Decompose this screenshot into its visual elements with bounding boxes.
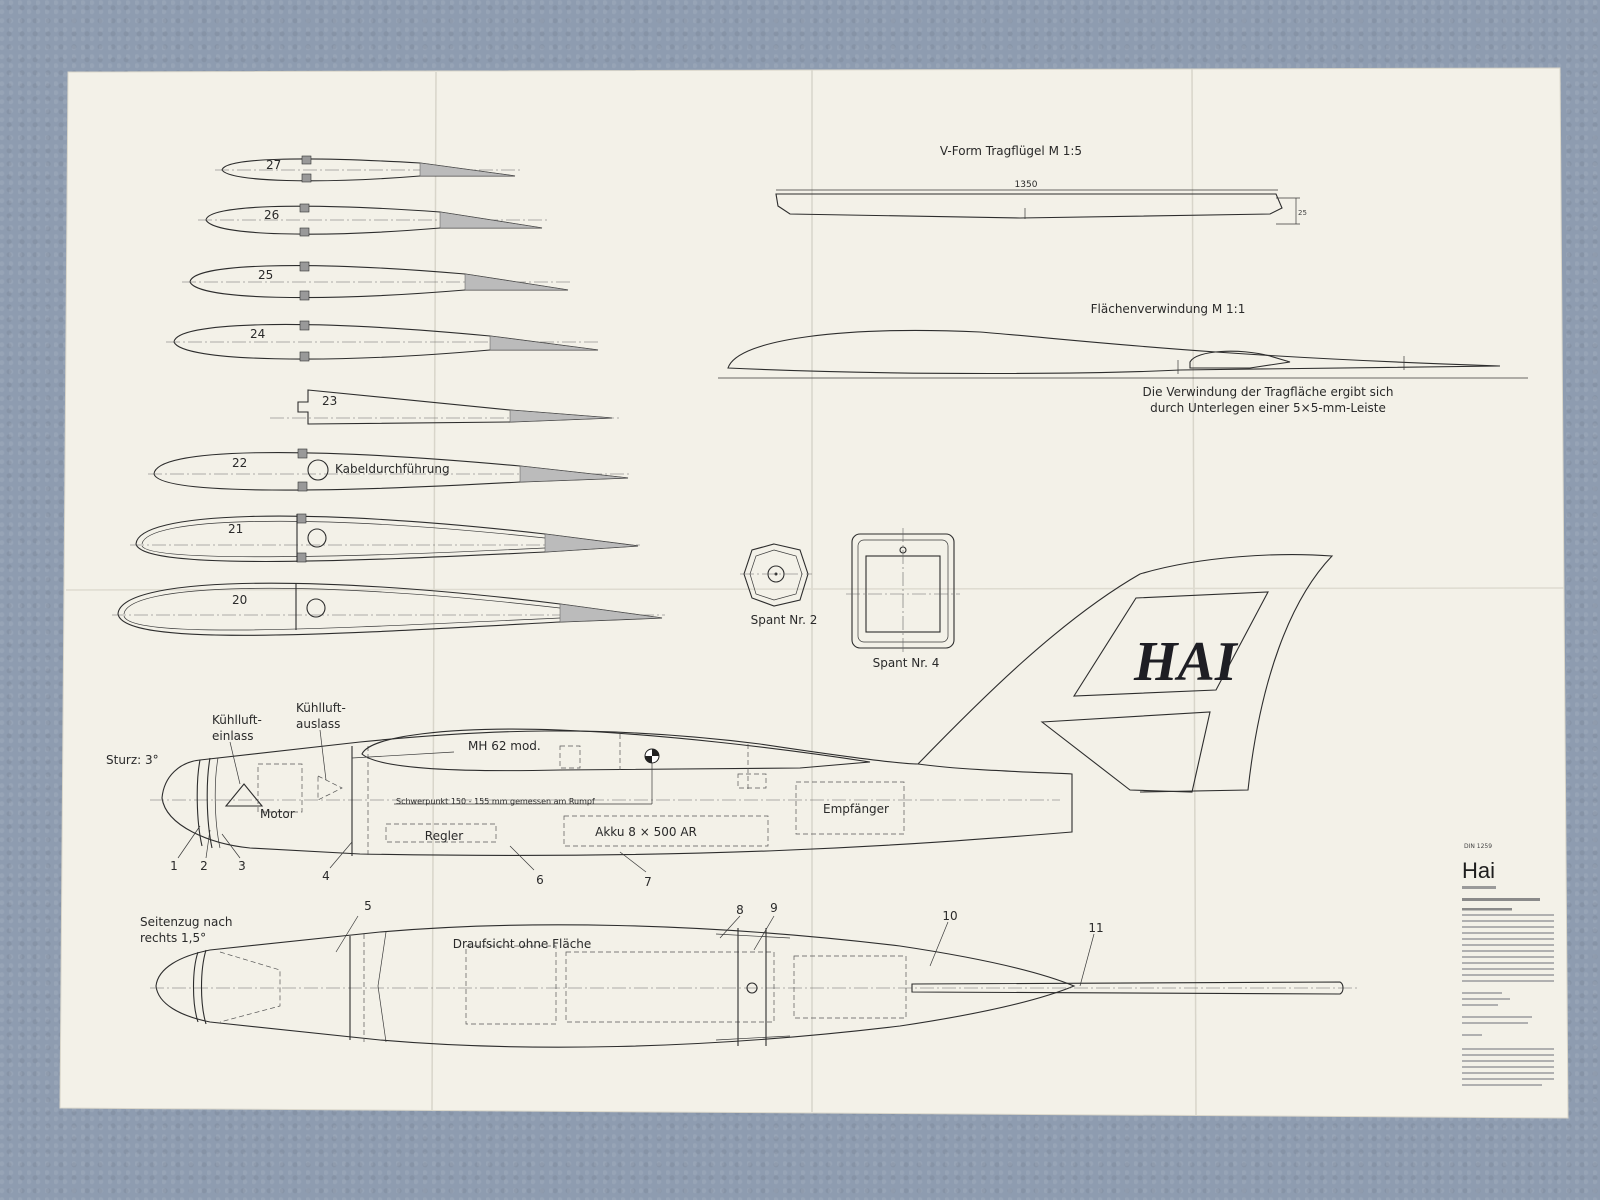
motor-label: Motor [260, 807, 295, 821]
part-number: 5 [364, 899, 372, 913]
v-form-wing-view: V-Form Tragflügel M 1:5 1350 25 [775, 144, 1307, 225]
rib-20: 20 [112, 582, 665, 636]
part-number: 3 [238, 859, 246, 873]
center-of-gravity-label: Schwerpunkt 150 - 155 mm gemessen am Rum… [396, 797, 595, 806]
cooling-outlet-label-2: auslass [296, 717, 340, 731]
battery-label: Akku 8 × 500 AR [595, 825, 697, 839]
rib-27: 27 [215, 155, 520, 183]
part-number: 1 [170, 859, 178, 873]
rib-label: 22 [232, 456, 247, 470]
cooling-inlet-label-2: einlass [212, 729, 254, 743]
part-number: 4 [322, 869, 330, 883]
side-thrust-label-1: Seitenzug nach [140, 915, 233, 929]
part-number: 6 [536, 873, 544, 887]
part-number: 2 [200, 859, 208, 873]
cable-duct-label: Kabeldurchführung [335, 462, 450, 476]
fuselage-top-view: Seitenzug nach rechts 1,5° Draufsicht oh… [140, 899, 1360, 1048]
rib-26: 26 [198, 203, 548, 237]
wing-rib-sections: 27 26 25 24 [112, 155, 665, 636]
former-2: Spant Nr. 2 [740, 543, 818, 627]
downthrust-label: Sturz: 3° [106, 753, 159, 767]
part-number: 9 [770, 901, 778, 915]
former-2-label: Spant Nr. 2 [751, 613, 818, 627]
fuselage-side-view: HAI MH 62 mod. Schwerpunkt 150 - [106, 554, 1334, 889]
v-form-span-dimension: 1350 [1015, 180, 1038, 190]
speed-controller-label: Regler [425, 829, 464, 843]
title-block: DIN 1259 Hai [1462, 843, 1554, 1086]
fold-crease [1191, 68, 1197, 1116]
rib-label: 25 [258, 268, 273, 282]
twist-note-line-2: durch Unterlegen einer 5×5-mm-Leiste [1150, 401, 1386, 415]
former-4-label: Spant Nr. 4 [873, 656, 940, 670]
part-number: 7 [644, 875, 652, 889]
v-form-title: V-Form Tragflügel M 1:5 [940, 144, 1082, 158]
rib-22: 22 Kabeldurchführung [148, 448, 632, 492]
plan-title: Hai [1462, 858, 1495, 883]
plan-code: DIN 1259 [1464, 843, 1492, 850]
rib-23: 23 [270, 389, 620, 425]
part-number: 8 [736, 903, 744, 917]
cooling-outlet-label-1: Kühlluft- [296, 701, 346, 715]
wing-twist-view: Flächenverwindung M 1:1 Die Verwindung d… [718, 302, 1528, 415]
side-thrust-label-2: rechts 1,5° [140, 931, 206, 945]
part-number: 11 [1088, 921, 1103, 935]
paper-sheet [59, 67, 1569, 1119]
twist-note-line-1: Die Verwindung der Tragfläche ergibt sic… [1143, 385, 1394, 399]
rib-25: 25 [182, 261, 572, 301]
fold-crease [65, 587, 1565, 591]
airfoil-profile-label: MH 62 mod. [468, 739, 541, 753]
cooling-inlet-label-1: Kühlluft- [212, 713, 262, 727]
rib-24: 24 [166, 320, 600, 362]
part-number: 10 [942, 909, 957, 923]
fin-logo-text: HAI [1133, 631, 1239, 693]
rib-label: 27 [266, 158, 281, 172]
rib-label: 21 [228, 522, 243, 536]
rib-label: 24 [250, 327, 265, 341]
receiver-label: Empfänger [823, 802, 889, 816]
rib-21: 21 [130, 513, 640, 563]
rib-label: 20 [232, 593, 247, 607]
fine-print-block [1462, 886, 1554, 1086]
former-4: Spant Nr. 4 [846, 528, 960, 670]
rib-label: 26 [264, 208, 279, 222]
rib-label: 23 [322, 394, 337, 408]
twist-title: Flächenverwindung M 1:1 [1091, 302, 1246, 316]
v-form-height-dimension: 25 [1298, 209, 1307, 217]
top-view-label: Draufsicht ohne Fläche [453, 937, 592, 951]
